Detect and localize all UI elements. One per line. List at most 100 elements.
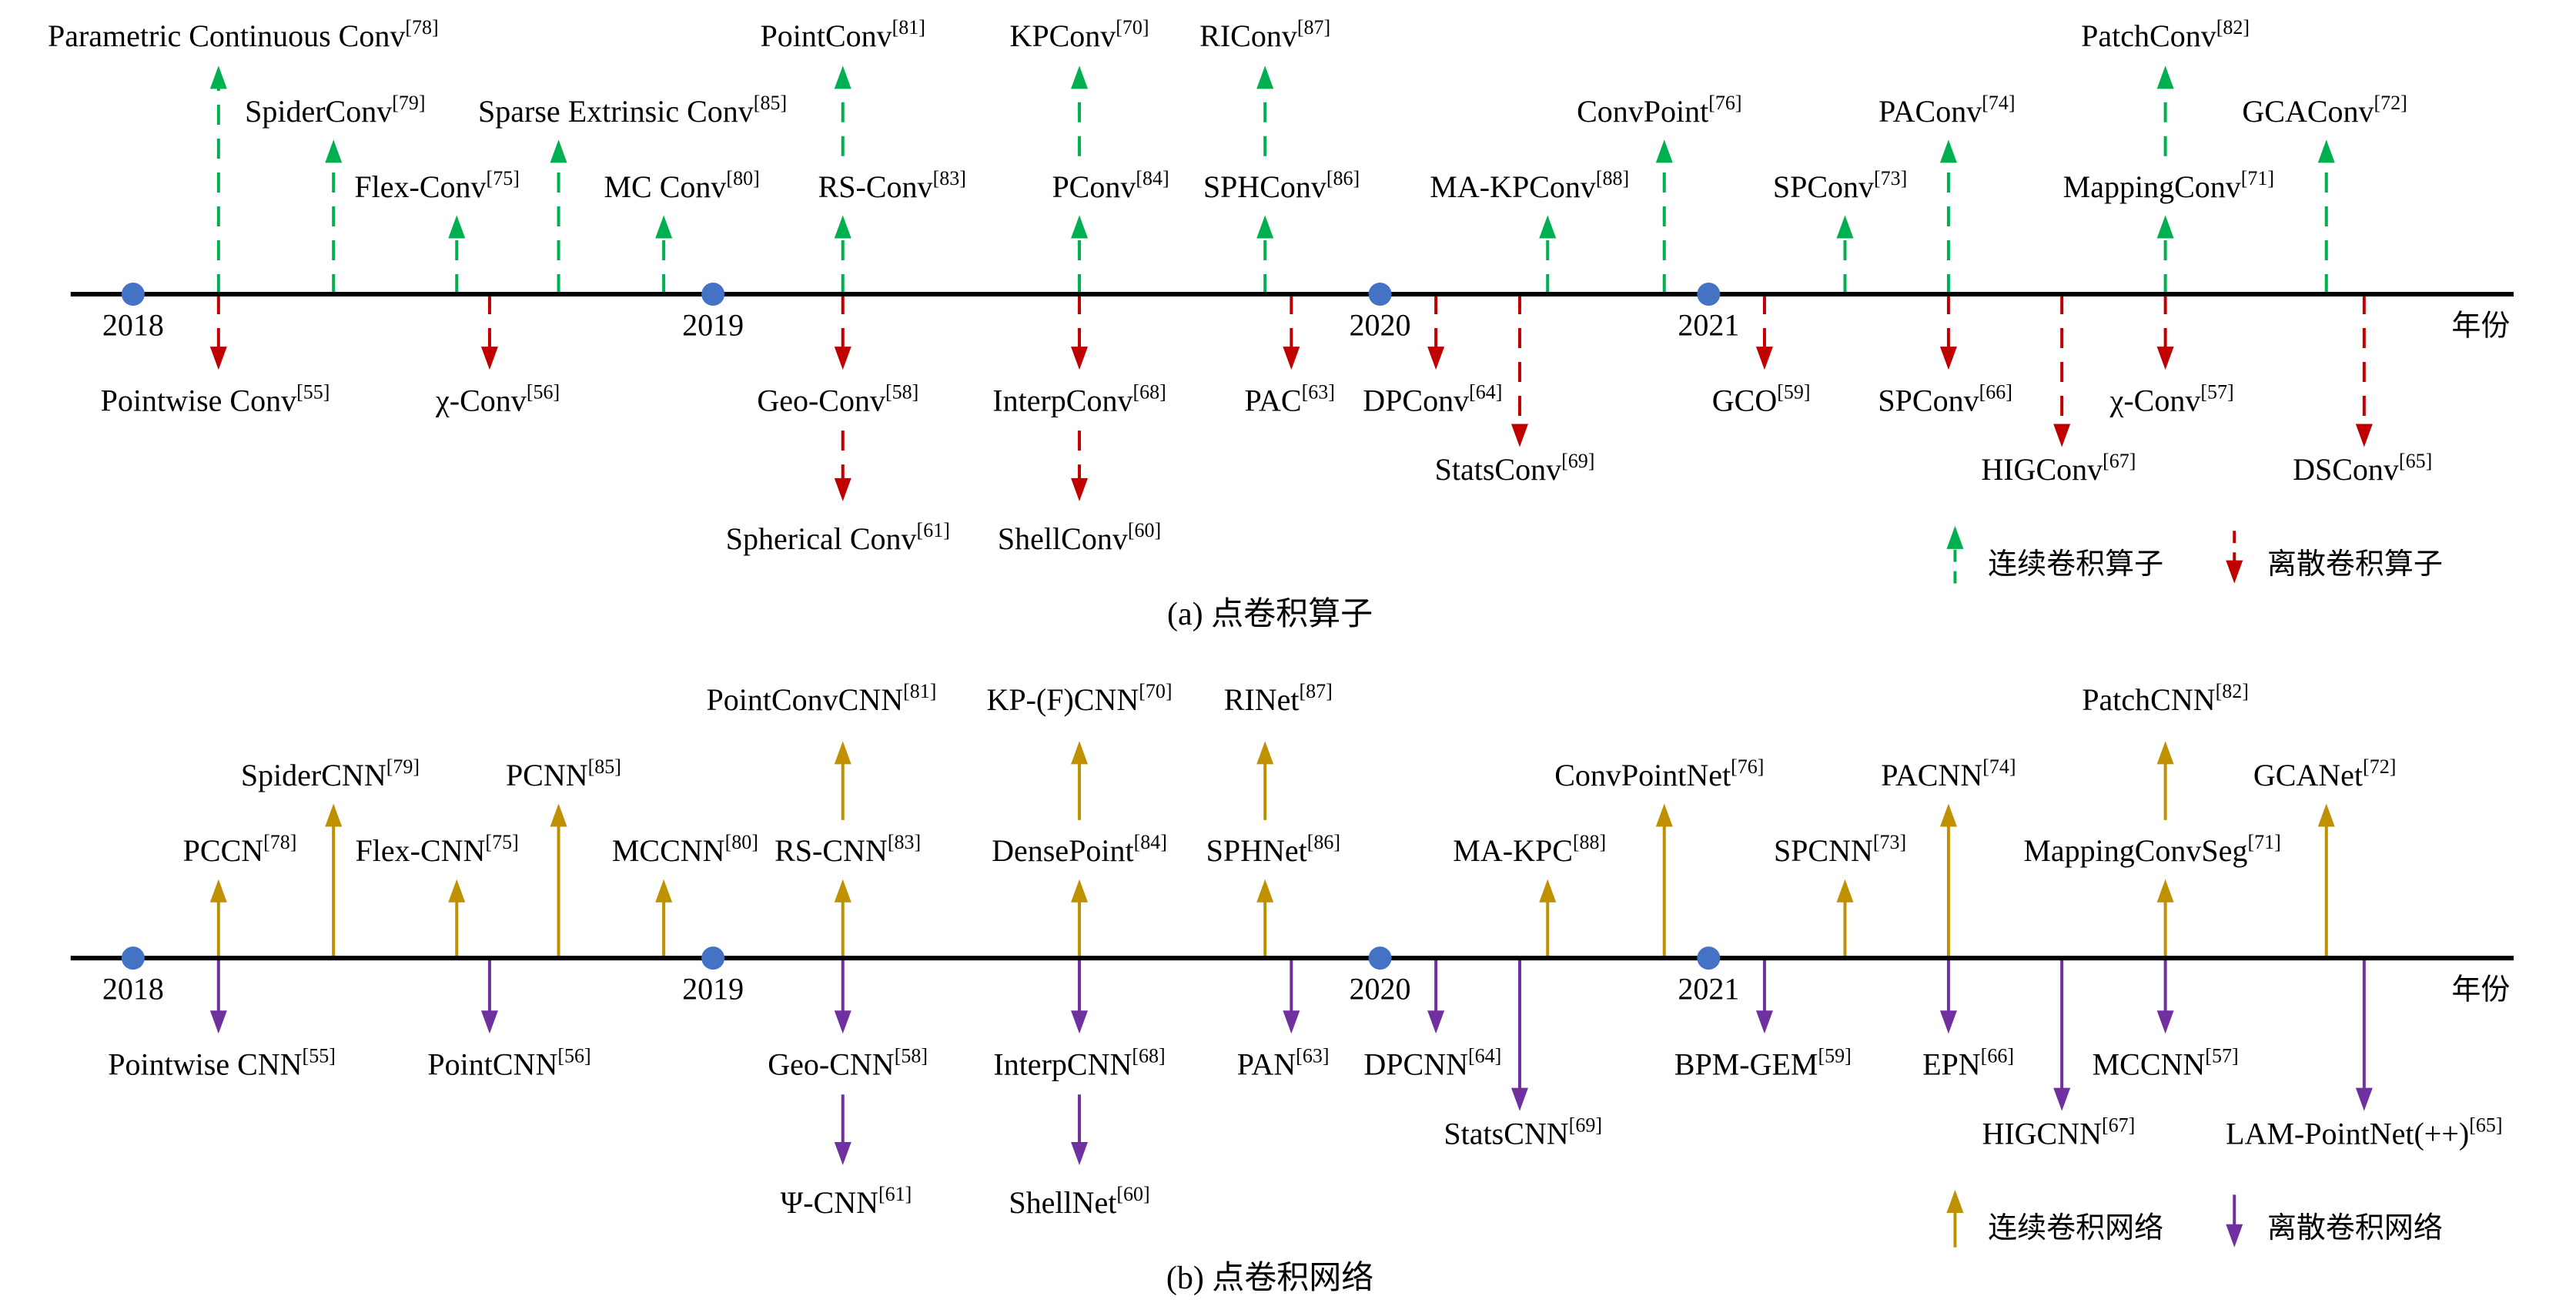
discrete-arrow-head-icon — [1071, 1010, 1089, 1034]
continuous-arrow-head-icon — [1655, 139, 1673, 163]
discrete-label-ref: [58] — [885, 381, 918, 404]
continuous-arrow-head-icon — [1071, 215, 1089, 239]
discrete-label: MCCNN[57] — [2093, 1045, 2239, 1082]
continuous-label: ConvPointNet[76] — [1554, 755, 1764, 792]
continuous-arrow-head-icon — [1836, 879, 1854, 903]
discrete-label-ref: [66] — [1981, 1045, 2014, 1067]
discrete-label-text: DPConv — [1363, 384, 1469, 418]
continuous-label: Sparse Extrinsic Conv[85] — [478, 92, 787, 129]
year-label: 2020 — [1350, 971, 1411, 1006]
year-label: 2019 — [682, 971, 744, 1006]
continuous-label: PointConv[81] — [760, 16, 925, 53]
continuous-label: PatchCNN[82] — [2082, 680, 2249, 717]
discrete-label: PAN[63] — [1237, 1045, 1330, 1082]
continuous-label: DensePoint[84] — [992, 831, 1167, 868]
continuous-label-ref: [87] — [1297, 16, 1330, 39]
continuous-label-text: SpiderConv — [245, 94, 392, 129]
discrete-label-ref: [57] — [2205, 1045, 2238, 1067]
continuous-label: SpiderConv[79] — [245, 92, 425, 129]
discrete-label: DPCNN[64] — [1363, 1045, 1501, 1082]
continuous-label-text: PACNN — [1881, 758, 1982, 792]
discrete-arrow-head-icon — [1283, 1010, 1300, 1034]
discrete-label: InterpCNN[68] — [993, 1045, 1165, 1082]
discrete-label-ref: [59] — [1777, 381, 1810, 404]
discrete-label: HIGCNN[67] — [1982, 1114, 2135, 1151]
discrete-label: Pointwise Conv[55] — [101, 381, 330, 418]
discrete-label-text: LAM-PointNet(++) — [2226, 1116, 2469, 1151]
continuous-entry: PointConv[81] — [760, 16, 925, 156]
continuous-label-ref: [84] — [1134, 831, 1167, 853]
continuous-label-ref: [84] — [1136, 167, 1169, 189]
discrete-label-text: InterpConv — [992, 384, 1132, 418]
discrete-entry: InterpCNN[68] — [993, 958, 1166, 1082]
discrete-label: χ-Conv[57] — [2109, 381, 2234, 418]
continuous-label-text: PointConv — [760, 18, 892, 53]
year-dot-icon — [701, 946, 725, 970]
discrete-entry: PAC[63] — [1244, 293, 1335, 418]
continuous-label: SPCNN[73] — [1774, 831, 1906, 868]
continuous-label-text: RINet — [1224, 682, 1300, 717]
discrete-label: EPN[66] — [1922, 1045, 2014, 1082]
discrete-label: DPConv[64] — [1363, 381, 1502, 418]
discrete-arrow-head-icon — [1283, 347, 1300, 370]
discrete-label-text: PointCNN — [427, 1047, 557, 1082]
year-dot-icon — [1368, 282, 1392, 306]
continuous-entry: SPConv[73] — [1773, 167, 1907, 294]
continuous-label-text: PatchConv — [2081, 18, 2216, 53]
discrete-arrow-head-icon — [2156, 1010, 2174, 1034]
discrete-entry: HIGCNN[67] — [1982, 958, 2135, 1151]
continuous-label-text: MA-KPC — [1453, 833, 1573, 868]
discrete-label-text: Pointwise CNN — [108, 1047, 302, 1082]
continuous-label: RS-CNN[83] — [774, 831, 921, 868]
legend-discrete-label: 离散卷积网络 — [2267, 1211, 2443, 1244]
continuous-label-ref: [83] — [888, 831, 921, 853]
discrete-label-text: PAN — [1237, 1047, 1296, 1082]
continuous-entry: GCAConv[72] — [2242, 92, 2407, 294]
discrete-entry: EPN[66] — [1922, 958, 2014, 1082]
discrete-label-text: Pointwise Conv — [101, 384, 296, 418]
discrete-label: SPConv[66] — [1878, 381, 2012, 418]
discrete-arrow-head-icon — [480, 347, 498, 370]
discrete-arrow-head-icon — [834, 477, 851, 501]
continuous-label-ref: [79] — [386, 755, 420, 778]
legend-continuous-label: 连续卷积网络 — [1988, 1211, 2163, 1244]
discrete-arrow-head-icon — [209, 347, 227, 370]
continuous-arrow-head-icon — [325, 803, 343, 827]
discrete-label-text: StatsCNN — [1444, 1116, 1568, 1151]
continuous-label-text: MappingConv — [2063, 169, 2241, 204]
continuous-label-ref: [86] — [1326, 167, 1360, 189]
continuous-label-text: Parametric Continuous Conv — [48, 18, 405, 53]
continuous-label: PatchConv[82] — [2081, 16, 2250, 53]
continuous-arrow-head-icon — [1539, 215, 1557, 239]
continuous-label-text: Flex-Conv — [354, 169, 486, 204]
discrete-label: Spherical Conv[61] — [726, 519, 950, 556]
discrete-entry: Spherical Conv[61] — [726, 430, 950, 556]
discrete-label-ref: [65] — [2469, 1114, 2502, 1136]
discrete-arrow-head-icon — [209, 1010, 227, 1034]
discrete-arrow-head-icon — [1939, 1010, 1957, 1034]
continuous-label-text: RIConv — [1199, 18, 1297, 53]
continuous-entry: Parametric Continuous Conv[78] — [48, 16, 439, 294]
discrete-entry: StatsConv[69] — [1435, 293, 1594, 487]
legend: 连续卷积网络 离散卷积网络 — [1946, 1190, 2443, 1248]
discrete-entry: ShellConv[60] — [998, 430, 1161, 556]
discrete-entry: ShellNet[60] — [1009, 1094, 1150, 1220]
year-label: 2021 — [1678, 971, 1739, 1006]
continuous-arrow-head-icon — [2156, 65, 2174, 89]
continuous-label-text: PConv — [1052, 169, 1136, 204]
continuous-label-ref: [70] — [1116, 16, 1149, 39]
continuous-arrow-head-icon — [1539, 879, 1557, 903]
discrete-arrow-head-icon — [1510, 1087, 1528, 1111]
legend-discrete-arrow-icon — [2226, 1224, 2243, 1248]
continuous-label: MC Conv[80] — [604, 167, 759, 204]
continuous-label-ref: [70] — [1139, 680, 1172, 702]
continuous-label: Parametric Continuous Conv[78] — [48, 16, 439, 53]
continuous-arrow-head-icon — [448, 879, 466, 903]
continuous-label-ref: [85] — [588, 755, 621, 778]
discrete-entry: BPM-GEM[59] — [1674, 958, 1852, 1082]
continuous-entry: SPHNet[86] — [1206, 831, 1340, 959]
continuous-label: SPHNet[86] — [1206, 831, 1340, 868]
discrete-label-text: Spherical Conv — [726, 521, 917, 556]
discrete-label-text: Geo-Conv — [757, 384, 885, 418]
discrete-label: DSConv[65] — [2293, 450, 2432, 487]
